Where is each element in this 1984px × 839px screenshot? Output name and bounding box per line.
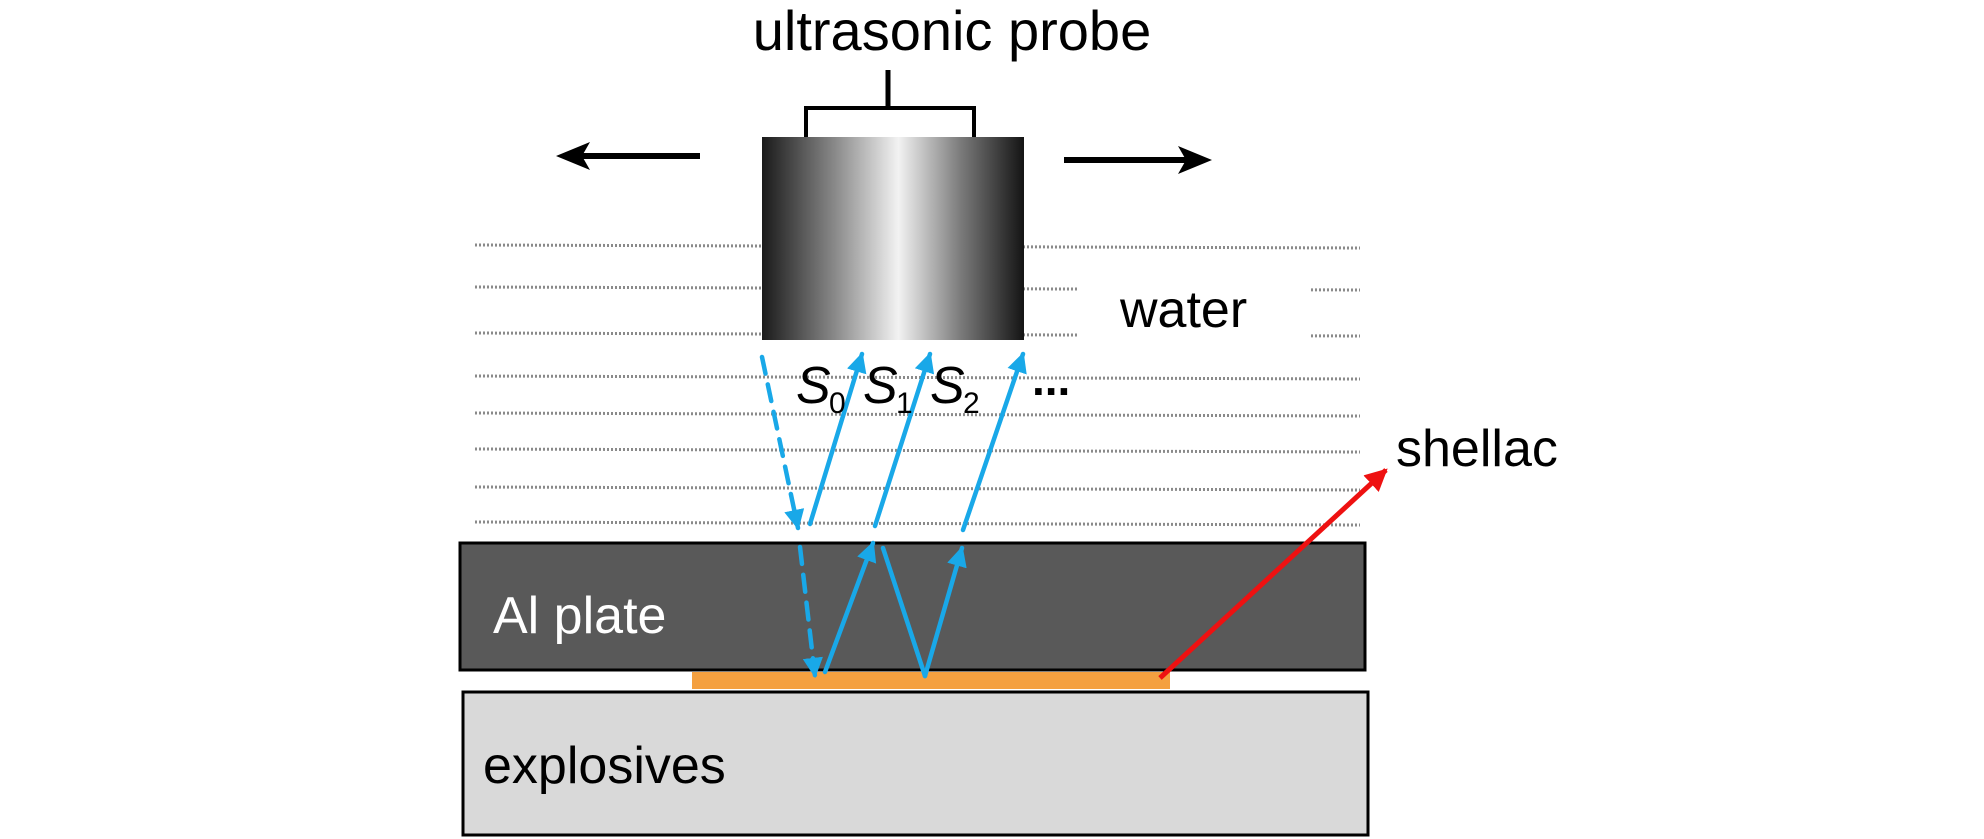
s0-reflection [807, 351, 867, 527]
s2-base: S [930, 357, 965, 415]
ultrasonic-probe-icon [762, 70, 1024, 340]
s1-label: S 1 [863, 357, 913, 420]
s0-sub: 0 [829, 387, 846, 420]
s0-label: S 0 [796, 357, 846, 420]
s1-sub: 1 [896, 387, 913, 420]
s0-base: S [796, 357, 831, 415]
plate-bounce-2 [922, 545, 967, 679]
s1-base: S [863, 357, 898, 415]
explosives-block [461, 690, 1370, 837]
incident-wave [759, 354, 805, 531]
shellac-arrow [1158, 468, 1388, 680]
s2-reflection [960, 351, 1027, 533]
s1-reflection [872, 351, 935, 529]
wave-paths [759, 351, 1027, 679]
explosives-label: explosives [483, 737, 726, 795]
left-arrow-icon [556, 142, 700, 170]
plate-bounce-1 [822, 540, 877, 675]
shellac-layer [692, 672, 1170, 689]
plate-down-1 [880, 545, 928, 679]
s2-label: S 2 [930, 357, 980, 420]
water-label: water [1119, 281, 1247, 339]
ellipsis-label: ... [1032, 353, 1070, 405]
incident-wave-plate [797, 544, 823, 679]
plate-label: Al plate [493, 587, 666, 645]
right-arrow-icon [1064, 146, 1212, 174]
shellac-label: shellac [1396, 420, 1558, 478]
al-plate [458, 541, 1367, 672]
probe-label: ultrasonic probe [753, 0, 1151, 62]
s2-sub: 2 [963, 387, 980, 420]
